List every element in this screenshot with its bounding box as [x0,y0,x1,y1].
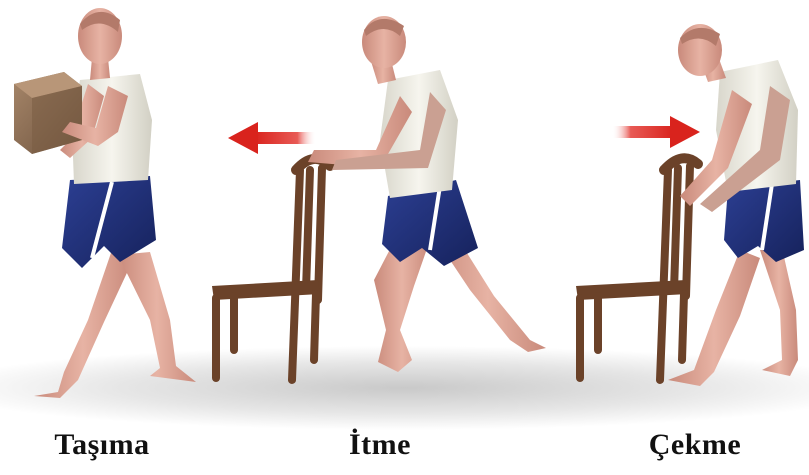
push-arrow-icon [228,122,316,154]
carrying-figure [14,8,196,398]
caption-carrying: Taşıma [0,428,212,462]
box-icon [14,72,82,154]
chair-icon [212,159,330,380]
caption-pulling: Çekme [585,428,805,462]
caption-pushing: İtme [270,428,490,462]
pull-arrow-icon [612,116,700,148]
chair-icon [576,158,698,380]
pushing-figure [308,16,546,372]
